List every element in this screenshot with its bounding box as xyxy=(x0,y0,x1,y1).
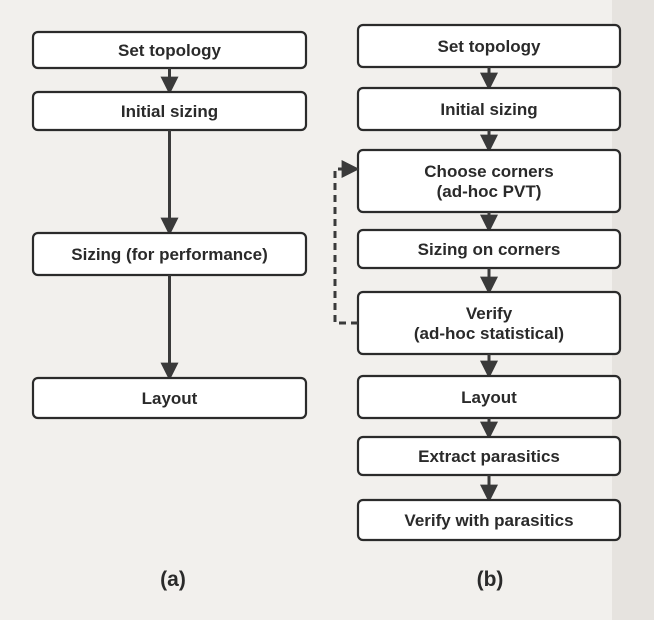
a-step-2: Initial sizing xyxy=(31,90,308,132)
b-step-label: Extract parasitics xyxy=(418,447,560,466)
b-step-box xyxy=(356,498,622,542)
a-step-label: Initial sizing xyxy=(121,102,218,121)
b-step-box xyxy=(356,148,622,214)
b-step-1: Set topology xyxy=(356,23,622,69)
caption-a: (a) xyxy=(160,568,186,591)
b-step-label: Sizing on corners xyxy=(418,240,561,259)
b-step-7: Extract parasitics xyxy=(356,435,622,477)
b-step-3: Choose corners(ad-hoc PVT) xyxy=(356,148,622,214)
a-step-label: Set topology xyxy=(118,41,221,60)
b-step-box xyxy=(356,290,622,356)
caption-b: (b) xyxy=(477,568,504,591)
b-step-label: Verify xyxy=(466,304,513,323)
b-step-label: Set topology xyxy=(438,37,541,56)
a-step-4: Layout xyxy=(31,376,308,420)
b-step-label: Initial sizing xyxy=(440,100,537,119)
a-step-1: Set topology xyxy=(31,30,308,70)
b-step-label: (ad-hoc statistical) xyxy=(414,324,564,343)
b-step-label: (ad-hoc PVT) xyxy=(437,182,542,201)
b-step-4: Sizing on corners xyxy=(356,228,622,270)
feedback-loop-arrow xyxy=(333,160,360,325)
b-step-2: Initial sizing xyxy=(356,86,622,132)
b-step-6: Layout xyxy=(356,374,622,420)
a-step-label: Sizing (for performance) xyxy=(71,245,267,264)
a-step-box xyxy=(31,376,308,420)
b-step-5: Verify(ad-hoc statistical) xyxy=(356,290,622,356)
b-step-label: Layout xyxy=(461,388,517,407)
b-step-8: Verify with parasitics xyxy=(356,498,622,542)
b-step-label: Choose corners xyxy=(424,162,553,181)
a-step-label: Layout xyxy=(142,389,198,408)
a-step-3: Sizing (for performance) xyxy=(31,231,308,277)
b-step-label: Verify with parasitics xyxy=(404,511,573,530)
